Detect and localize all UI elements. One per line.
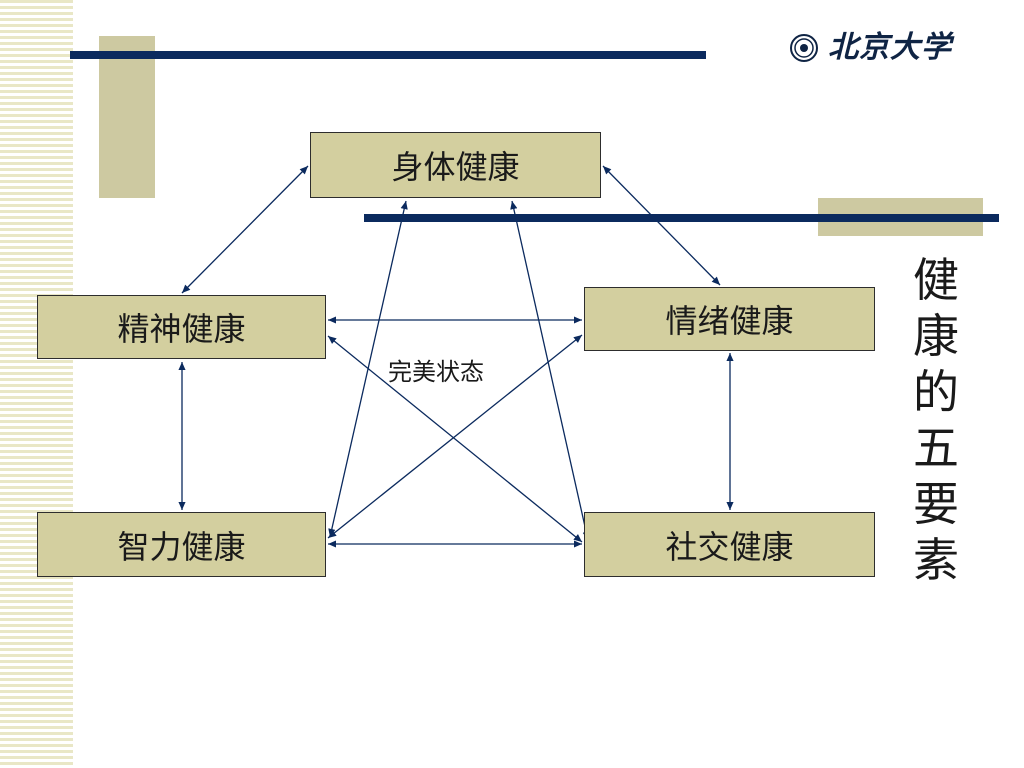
node-social-health: 社交健康 [584,512,875,577]
node-mental-health: 精神健康 [37,295,326,359]
left-stripe-decoration [0,0,73,768]
center-label: 完美状态 [388,358,484,386]
node-emotional-health: 情绪健康 [584,287,875,351]
side-title: 健康的五要素 [913,253,959,587]
connector-body-social [510,200,590,541]
connector-body-emotional [602,165,721,286]
university-seal-icon [790,34,818,62]
node-body-health: 身体健康 [310,132,601,198]
accent-bar-top [70,51,706,59]
accent-block-top-left [99,36,155,198]
university-logo: 北京大学 [790,26,980,70]
node-intellectual-health: 智力健康 [37,512,326,577]
connector-body-mental [181,165,309,294]
connector-emotional-intellectual [327,334,583,539]
logo-text: 北京大学 [828,30,952,65]
